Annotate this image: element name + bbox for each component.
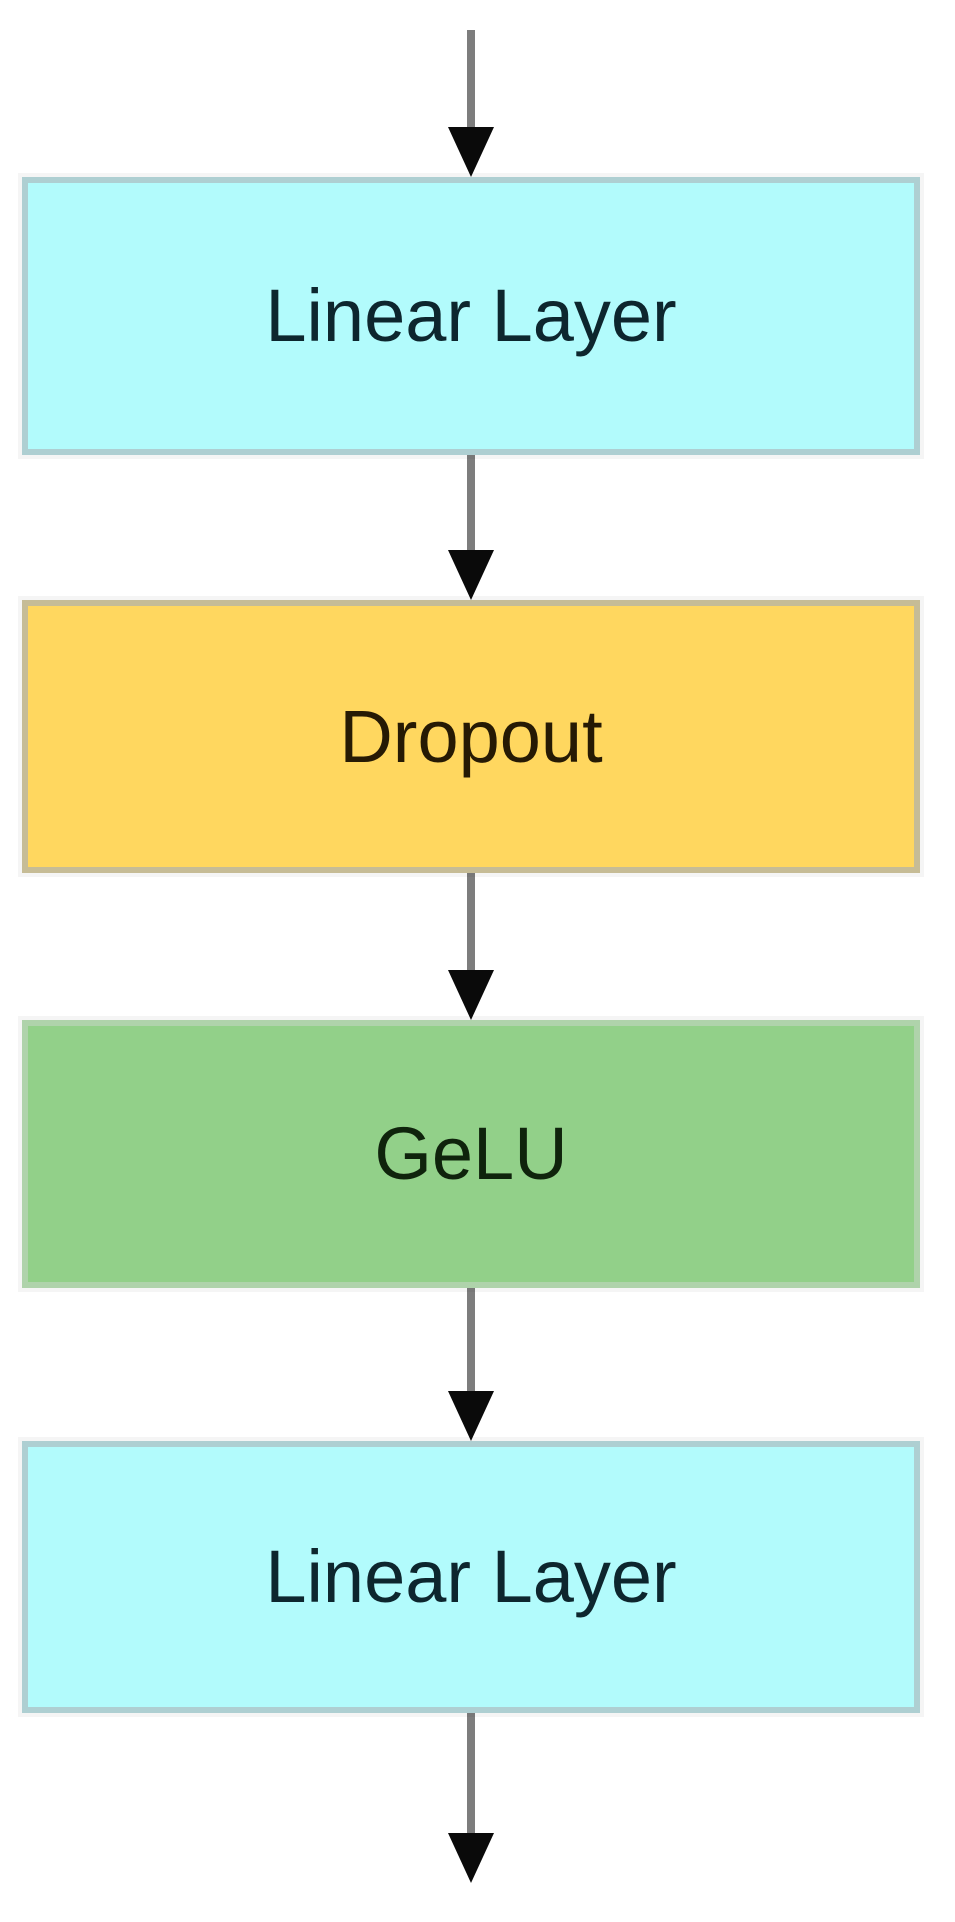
arrow-shaft bbox=[467, 30, 475, 127]
arrowhead-down-icon bbox=[448, 127, 494, 177]
arrow-shaft bbox=[467, 868, 475, 970]
node-linear-layer-top: Linear Layer bbox=[22, 177, 920, 455]
node-dropout: Dropout bbox=[22, 600, 920, 873]
arrow-linear-bottom-to-output bbox=[448, 1710, 494, 1883]
arrow-linear-top-to-dropout bbox=[448, 450, 494, 600]
node-label-gelu: GeLU bbox=[374, 1112, 568, 1195]
node-gelu: GeLU bbox=[22, 1020, 920, 1288]
arrow-dropout-to-gelu bbox=[448, 868, 494, 1020]
node-linear-layer-bottom: Linear Layer bbox=[22, 1441, 920, 1713]
arrowhead-down-icon bbox=[448, 970, 494, 1020]
arrow-shaft bbox=[467, 1710, 475, 1833]
arrowhead-down-icon bbox=[448, 1391, 494, 1441]
arrow-gelu-to-linear-bottom bbox=[448, 1286, 494, 1441]
arrow-shaft bbox=[467, 450, 475, 550]
node-label-linear-layer-top: Linear Layer bbox=[265, 274, 677, 357]
arrow-input-to-linear-top bbox=[448, 30, 494, 177]
arrowhead-down-icon bbox=[448, 1833, 494, 1883]
node-label-linear-layer-bottom: Linear Layer bbox=[265, 1535, 677, 1618]
arrowhead-down-icon bbox=[448, 550, 494, 600]
arrow-shaft bbox=[467, 1286, 475, 1391]
node-label-dropout: Dropout bbox=[339, 694, 603, 778]
